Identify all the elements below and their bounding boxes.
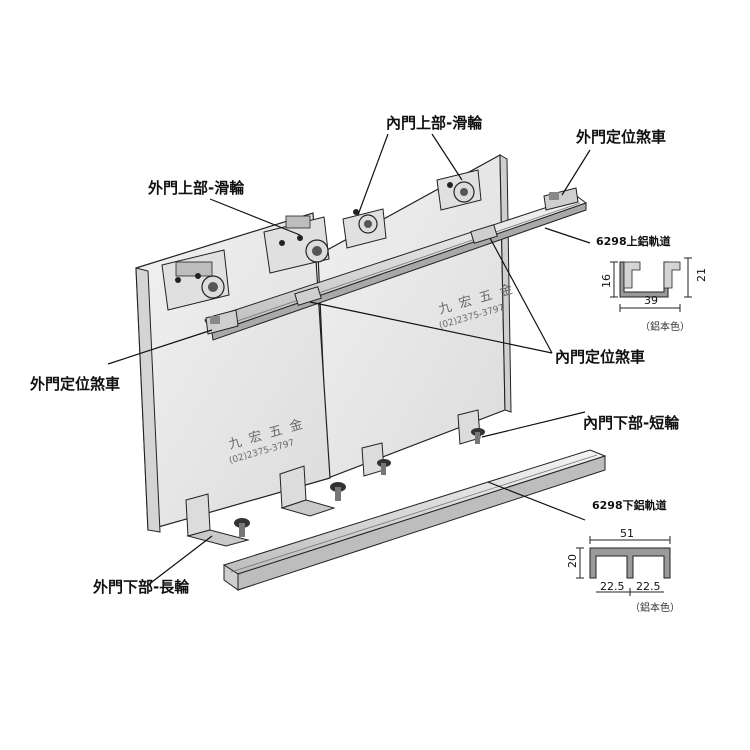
- outer-stop-left: [205, 309, 239, 335]
- upper-track-profile: 6298上鋁軌道 16 21 39 （鋁本色）: [596, 234, 708, 333]
- upper-track-dim-height-left: 16: [600, 274, 613, 288]
- inner-top-roller-left: [342, 208, 387, 249]
- label-outer-stop-right: 外門定位煞車: [575, 128, 666, 146]
- leader-lines: [107, 133, 591, 586]
- label-inner-top-roller: 內門上部-滑輪: [386, 114, 483, 132]
- lower-track-dim-width: 51: [620, 527, 634, 540]
- inner-stop-left: [294, 286, 322, 306]
- upper-track-dim-height-right: 21: [695, 268, 708, 282]
- upper-track-title: 6298上鋁軌道: [596, 234, 671, 248]
- outer-bottom-guide-left: [185, 493, 250, 547]
- lower-track-profile: 6298下鋁軌道 51 20 22.5 22.5 （鋁本色）: [566, 498, 680, 614]
- label-inner-stop: 內門定位煞車: [555, 348, 645, 366]
- outer-bottom-guide-right: [279, 465, 346, 517]
- upper-track-note: （鋁本色）: [640, 320, 690, 333]
- lower-track: [222, 449, 607, 591]
- inner-top-roller-right: [436, 169, 482, 211]
- inner-bottom-guide-left: [361, 442, 391, 477]
- label-outer-top-roller: 外門上部-滑輪: [147, 179, 245, 197]
- outer-top-roller-right: [263, 215, 330, 274]
- lower-track-dim-height: 20: [566, 554, 579, 568]
- lower-track-dim-right: 22.5: [636, 580, 661, 593]
- label-inner-bottom-short: 內門下部-短輪: [583, 414, 680, 432]
- inner-bottom-guide-right: [457, 409, 485, 445]
- lower-track-note: （鋁本色）: [630, 601, 680, 614]
- lower-track-title: 6298下鋁軌道: [592, 498, 667, 512]
- upper-track-dim-width: 39: [644, 294, 658, 307]
- lower-track-dim-left: 22.5: [600, 580, 625, 593]
- inner-stop-right: [470, 224, 498, 244]
- label-outer-stop-left: 外門定位煞車: [29, 375, 120, 393]
- outer-top-roller-left: [161, 249, 230, 311]
- label-outer-bottom-long: 外門下部-長輪: [92, 578, 190, 596]
